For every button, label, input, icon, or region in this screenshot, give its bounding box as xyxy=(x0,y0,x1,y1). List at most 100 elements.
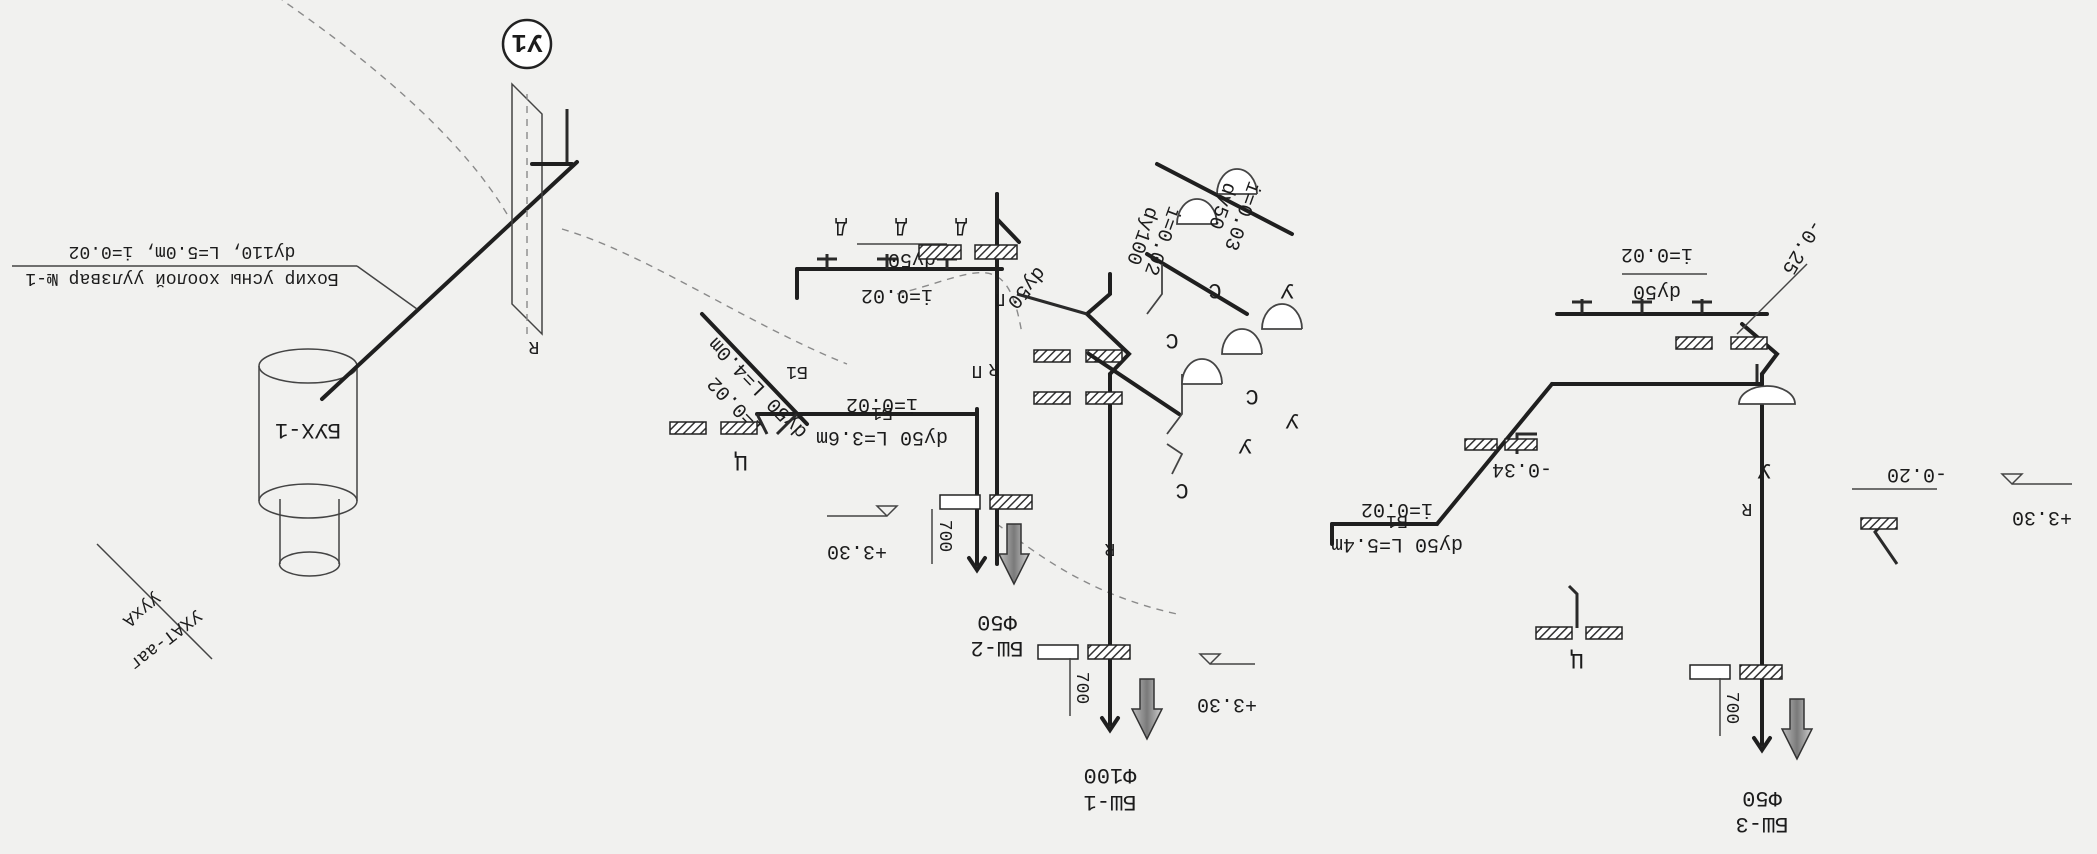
fixture-mark-u2: У xyxy=(1238,432,1251,457)
bsh1-hatch-d xyxy=(1033,391,1071,405)
bsh2-floor-hatch-a xyxy=(989,494,1033,510)
bsh3-fittings xyxy=(1572,299,1712,314)
rotated-sheet: БУХ-1 Бохир усны хоолой уулзвар №-1 dy11… xyxy=(12,0,2072,836)
bsh1-elev-marker xyxy=(1198,653,1255,666)
fixture-stub-2 xyxy=(1146,264,1163,315)
bsh3-elevation: +3.30 xyxy=(2012,505,2072,528)
bsh2-wall-hatch-b xyxy=(918,244,962,260)
bsh1-floor-slab xyxy=(1037,644,1079,660)
bsh2-dim-700: 700 xyxy=(934,520,954,552)
riser-wall-plane xyxy=(511,82,543,336)
bsh1-branch-a xyxy=(1087,352,1181,416)
bsh3-elev-leader xyxy=(1736,263,1808,335)
bsh3-elev-034: -0.34 xyxy=(1492,457,1552,480)
bsh2-outflow-arrow xyxy=(997,523,1031,586)
bsh2-top-bend xyxy=(995,192,1021,244)
right-pipe: dy50 L=5.4m xyxy=(1331,532,1463,555)
fixture-stub-1 xyxy=(1166,374,1183,435)
bsh3-mark-r: R xyxy=(1741,498,1752,518)
bsh2-mark-p2: П xyxy=(995,288,1006,308)
bsh3-mid-hatch-b xyxy=(1464,438,1498,451)
fixture-mark-u3: У xyxy=(1280,277,1293,302)
dashed-link-riser-branch xyxy=(561,228,848,365)
right-tag: Б1 xyxy=(1386,510,1408,530)
bsh2-name: БШ-2 xyxy=(971,635,1024,660)
fixture-group-upper: У У С С У С С dy50 i=0.03 dy100 i=0.02 xyxy=(1120,168,1303,502)
bsh3-elev-020: -0.20 xyxy=(1887,462,1947,485)
bsh3-edge-hatch xyxy=(1860,517,1898,530)
bsh2-mark-r: R xyxy=(988,358,999,378)
main1-end xyxy=(755,413,769,435)
septic-well-cylinder xyxy=(258,366,358,501)
bsh1-branch-link xyxy=(1016,292,1088,316)
bsh2-slope: i=0.02 xyxy=(861,283,933,306)
right-slope: i=0.02 xyxy=(1621,242,1693,265)
riser-tag-circle xyxy=(501,18,553,70)
branch-system-bsh1: Ф100 БШ-1 R 700 +3.30 xyxy=(1016,162,1294,814)
bsh1-dim-700: 700 xyxy=(1071,672,1091,704)
bsh2-diameter: Ф50 xyxy=(977,609,1017,634)
bsh2-elev-marker xyxy=(827,505,899,518)
riser-y1-group: У1 R xyxy=(501,18,574,356)
bsh3-floor-hatch-a xyxy=(1739,664,1783,680)
dashed-link-branch-c xyxy=(896,271,1023,335)
bsh2-mark-d3: Д xyxy=(955,215,967,238)
header-description: Бохир усны хоолой уулзвар №-1 xyxy=(25,268,338,288)
bsh2-mark-d1: Д xyxy=(835,215,847,238)
bsh1-elevation: +3.30 xyxy=(1197,692,1257,715)
bsh3-elev-marker xyxy=(2000,473,2072,486)
fixture-basin-2 xyxy=(1221,328,1263,355)
street-leader xyxy=(96,543,213,660)
dashed-link-lower xyxy=(996,523,1178,615)
branch-system-bsh3: Ф50 БШ-3 R 700 dy50 i=0.02 -0.25 У xyxy=(1330,215,2072,836)
bsh2-mark-d2: Д xyxy=(895,215,907,238)
bsh3-low-fitting xyxy=(1567,584,1579,628)
fixture-basin-3 xyxy=(1261,303,1303,330)
branch-system-bsh2: Д Д Д dy50 i=0.02 dy50 П R П dy50 L=4.0m… xyxy=(669,192,1050,660)
bsh3-mark-u: У xyxy=(1757,457,1770,482)
bsh1-hatch-b xyxy=(1033,349,1071,363)
well-label: БУХ-1 xyxy=(275,417,341,442)
main1-mark-ts: Ц xyxy=(734,449,747,474)
bsh3-low-hatch-b xyxy=(1535,626,1573,640)
bsh3-dim-700: 700 xyxy=(1721,692,1741,724)
bsh3-diagonal xyxy=(1435,382,1554,526)
bsh3-mark-ts: Ц xyxy=(1570,647,1583,672)
bsh3-mid-hatch-a xyxy=(1504,438,1538,451)
header-pipe-spec: dy110, L=5.0m, i=0.02 xyxy=(69,241,296,261)
bsh1-name: БШ-1 xyxy=(1084,789,1137,814)
header-pipe xyxy=(320,160,579,401)
main1-bend xyxy=(775,412,799,436)
bsh1-branch-b xyxy=(1145,252,1249,316)
bsh1-branch-c xyxy=(1155,162,1294,236)
main1-hatch-b xyxy=(669,421,707,435)
septic-well-inner-tube xyxy=(279,499,340,564)
bsh3-elev-025: -0.25 xyxy=(1776,215,1826,278)
dashed-link-riser-top xyxy=(281,0,508,215)
fixture-valve-1 xyxy=(1166,443,1184,475)
riser-mark-r: R xyxy=(528,336,539,356)
bsh1-mark-r: R xyxy=(1104,538,1115,558)
bsh3-floor-slab xyxy=(1689,664,1731,680)
bsh3-diameter: Ф50 xyxy=(1742,785,1782,810)
bsh2-down-arrowhead xyxy=(967,556,987,574)
septic-well-group: БУХ-1 Бохир усны хоолой уулзвар №-1 dy11… xyxy=(12,160,579,674)
bsh2-elevation: +3.30 xyxy=(827,539,887,562)
bsh2-floor-slab xyxy=(939,494,981,510)
bsh3-name: БШ-3 xyxy=(1736,811,1789,836)
bsh3-outflow-arrow xyxy=(1780,698,1814,761)
bsh2-diagonal-branch xyxy=(700,312,809,426)
fixture-mark-u1: У xyxy=(1285,407,1298,432)
bsh3-low-hatch-a xyxy=(1585,626,1623,640)
br2-tag: Б1 xyxy=(786,361,808,381)
fixture-mark-c3: С xyxy=(1208,277,1221,302)
bsh1-hatch-c xyxy=(1085,391,1123,405)
bsh2-fittings xyxy=(817,254,957,269)
main1-tag: Б1 xyxy=(871,402,893,422)
bsh2-wall-hatch-a xyxy=(974,244,1018,260)
bsh1-diameter: Ф100 xyxy=(1084,762,1137,787)
fixture-basin-1 xyxy=(1181,358,1223,385)
fixture-basin-4 xyxy=(1176,198,1218,225)
bsh2-vert-dy: dy50 xyxy=(1001,261,1049,313)
